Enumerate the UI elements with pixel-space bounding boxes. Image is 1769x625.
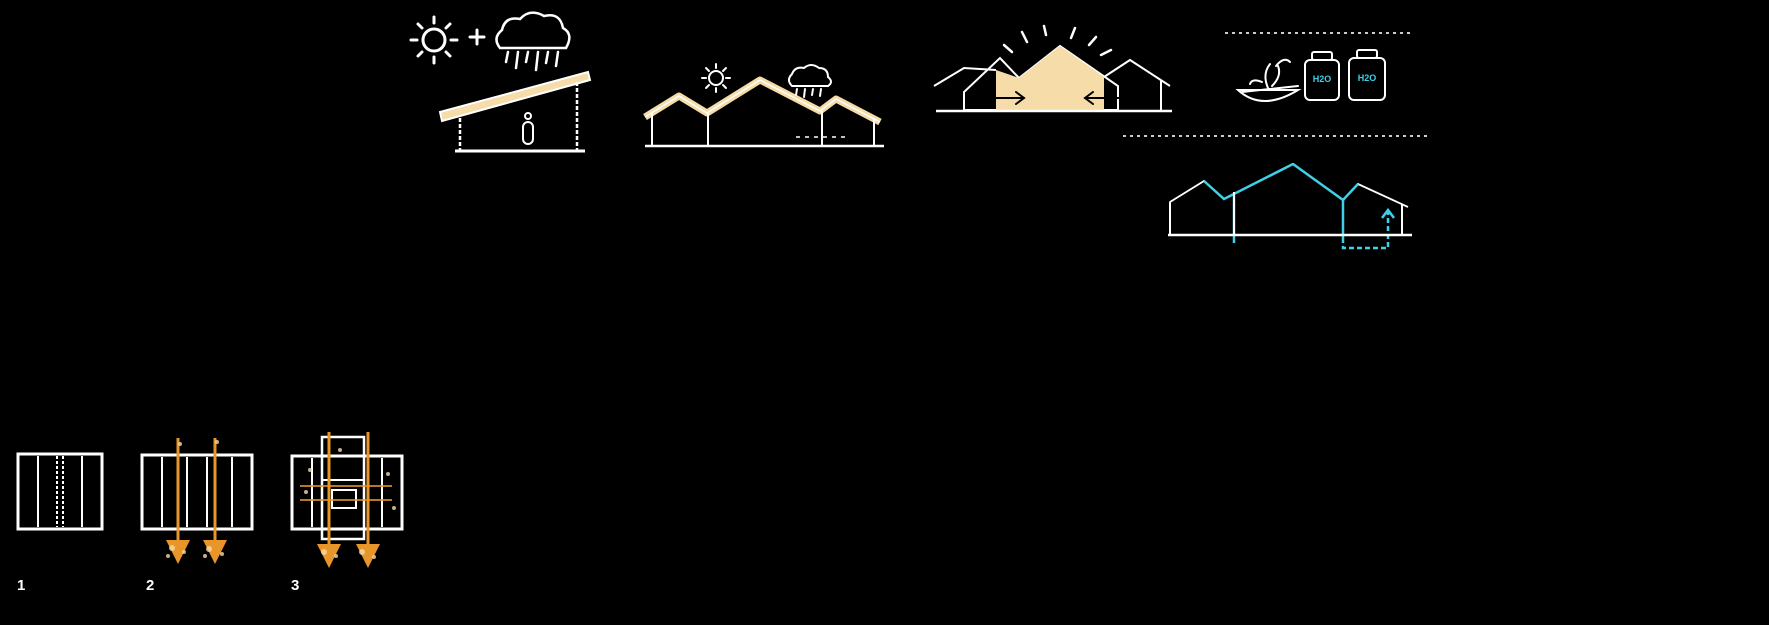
rain-cloud-icon [495,11,571,72]
plan-diagram-1 [16,452,104,531]
tank-label: H2O [1313,74,1332,84]
water-collection-section [1168,162,1412,250]
person-icon [522,112,534,145]
panel-sun-rain-shed [409,11,592,153]
step-label-2: 2 [146,577,155,594]
gable-roofline [643,76,882,126]
plus-icon [468,28,486,46]
rain-cloud-icon [788,64,832,98]
panel-solar-gable [933,24,1172,113]
panel-gable-roofs [643,63,884,148]
plant-bowl-icon [1235,58,1302,102]
plan-diagram-2 [140,438,254,564]
water-tank-icon: H2O [1348,49,1386,101]
sun-icon [701,63,731,93]
step-label-1: 1 [17,577,26,594]
water-tank-icon: H2O [1304,51,1340,101]
arrow-icon [1381,207,1395,219]
sun-icon [409,15,459,65]
arrow-icon [985,91,1126,105]
tank-label: H2O [1358,73,1377,83]
plan-diagram-3 [290,432,404,568]
sun-rays [1002,24,1113,57]
panel-water: H2O H2O [1123,32,1427,250]
step-label-3: 3 [291,577,300,594]
shed-roof [438,70,592,123]
sunlit-volume [996,46,1104,110]
